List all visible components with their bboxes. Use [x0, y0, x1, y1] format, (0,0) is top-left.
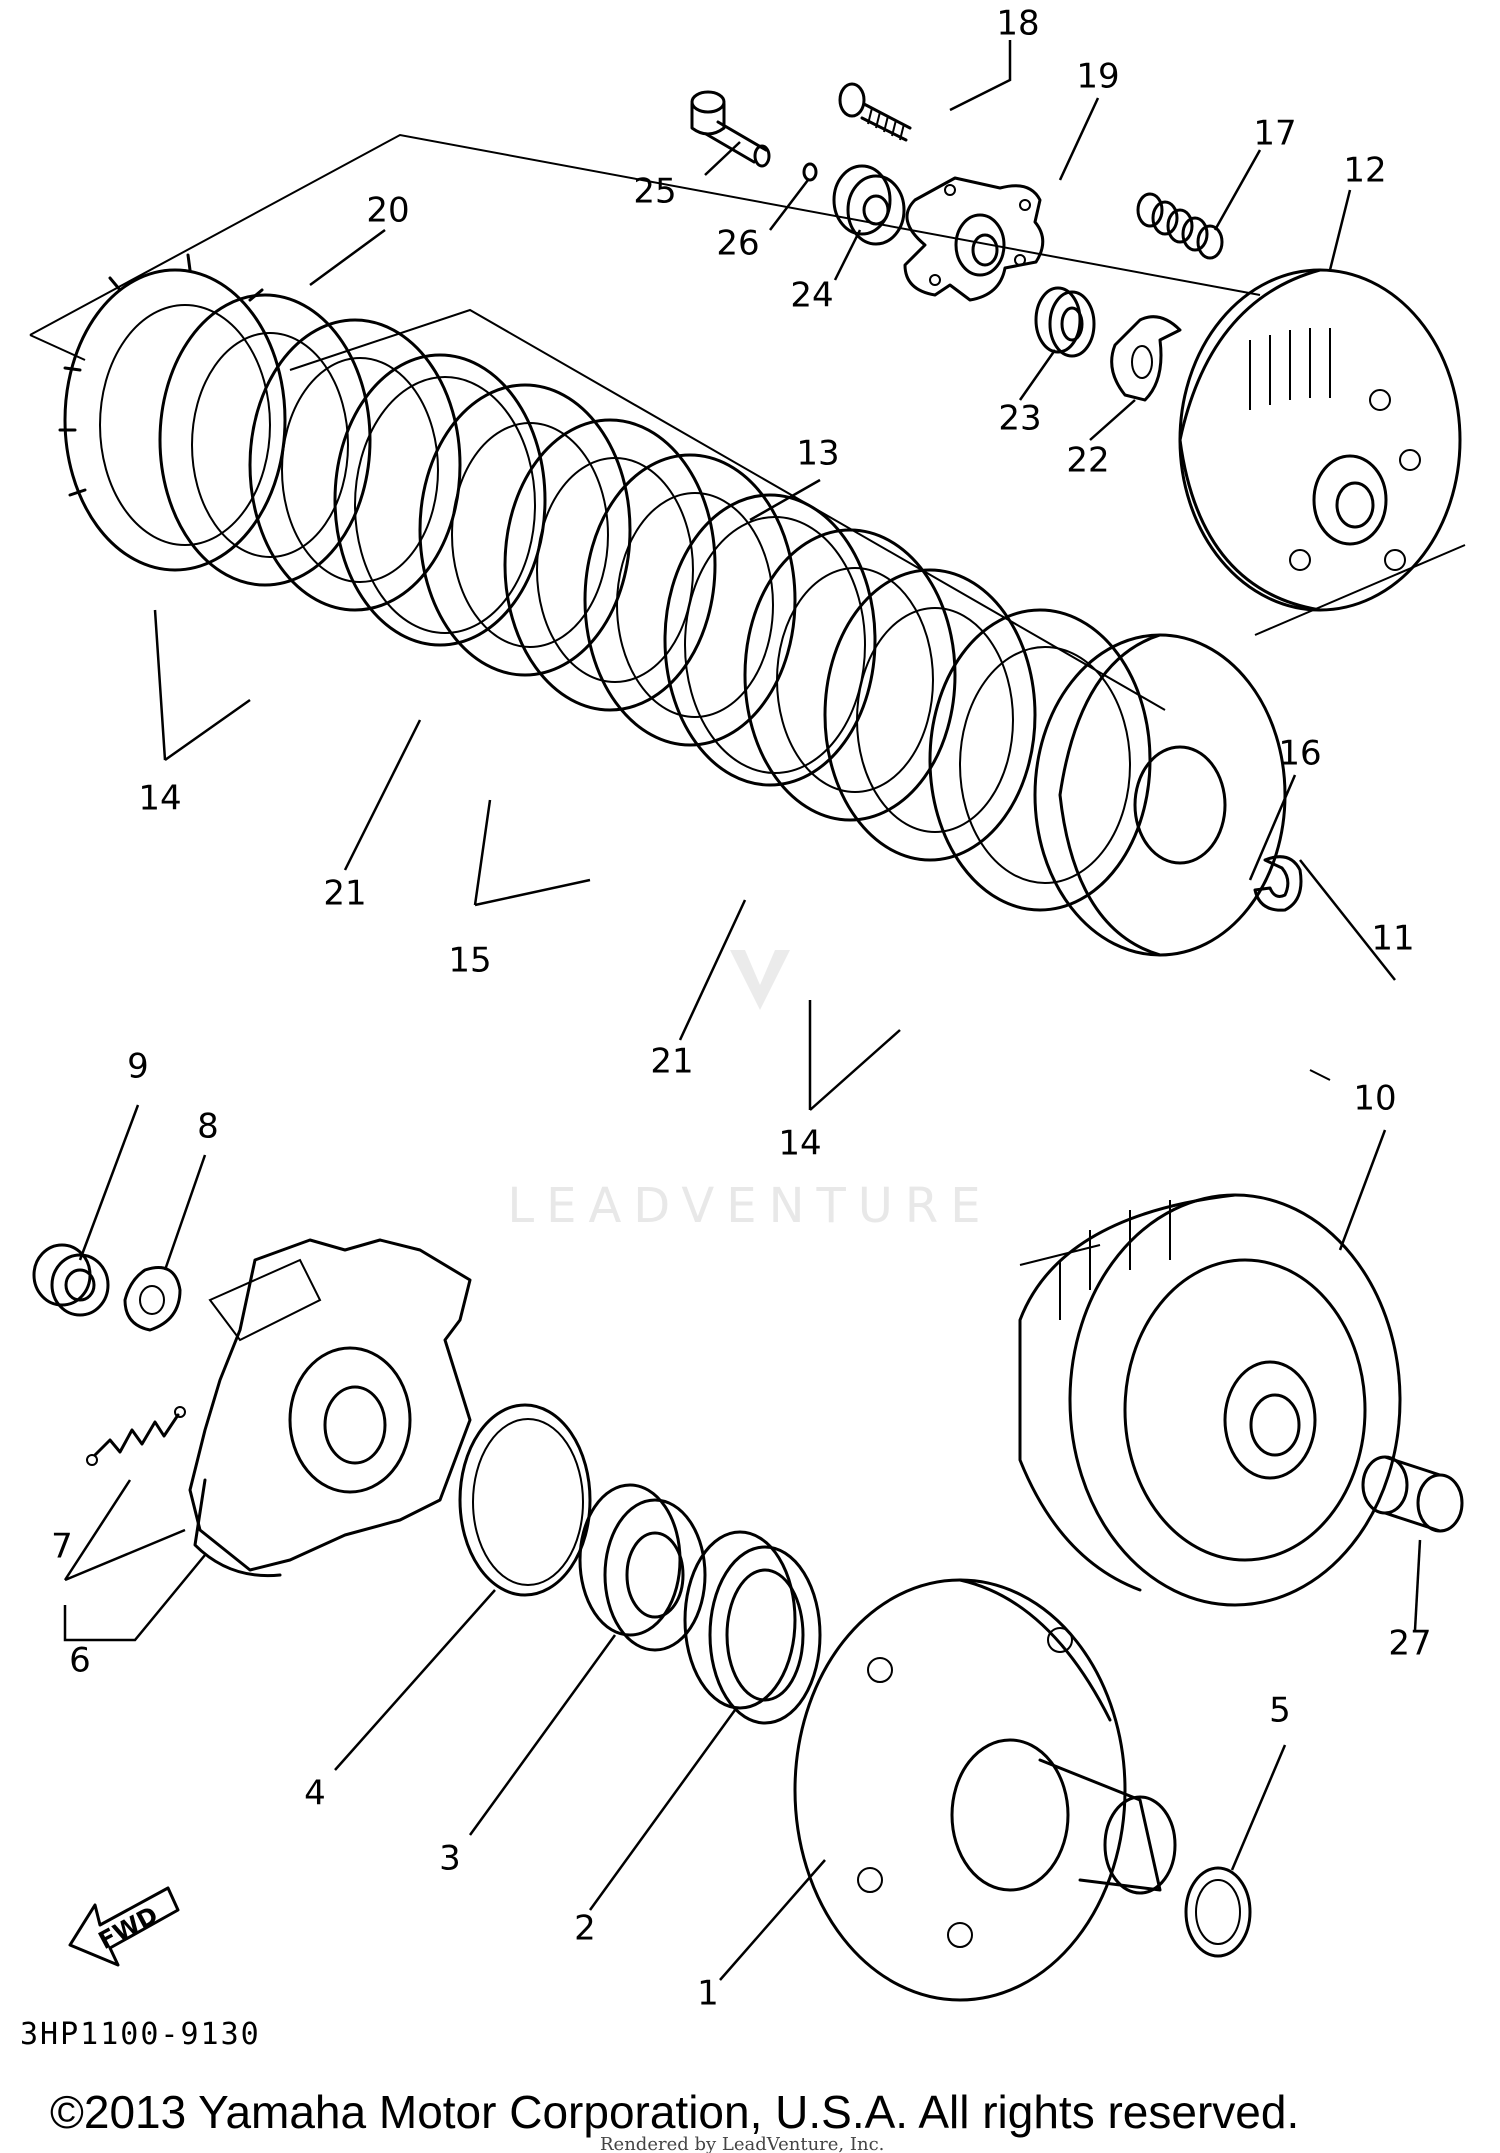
label-part-14-a: 14 [138, 779, 181, 819]
label-part-16: 16 [1278, 734, 1321, 774]
part-19-pressure-plate [903, 176, 1045, 302]
label-part-21-a: 21 [323, 874, 366, 914]
copyright-notice: ©2013 Yamaha Motor Corporation, U.S.A. A… [50, 2086, 1299, 2138]
label-part-25: 25 [633, 172, 676, 212]
label-part-11: 11 [1371, 919, 1414, 959]
label-part-22: 22 [1066, 441, 1109, 481]
label-part-2: 2 [574, 1909, 596, 1949]
part-11-circlip [1253, 855, 1303, 912]
part-2-one-way-clutch [683, 1530, 822, 1725]
label-part-6: 6 [69, 1641, 91, 1681]
label-part-9: 9 [127, 1047, 149, 1087]
part-5-washer [1184, 1866, 1252, 1958]
part-8-lock-washer [123, 1266, 182, 1332]
leader-lines [63, 40, 1422, 1981]
watermark-text: LEADVENTURE [507, 1178, 992, 1234]
part-6-centrifugal-clutch-carrier [188, 1238, 472, 1578]
render-credit: Rendered by LeadVenture, Inc. [600, 2134, 884, 2153]
part-9-oil-seal [32, 1243, 110, 1317]
label-part-23: 23 [998, 399, 1041, 439]
part-26-ball [802, 162, 818, 182]
label-part-19: 19 [1076, 57, 1119, 97]
label-part-8: 8 [197, 1107, 219, 1147]
part-10-primary-driven-gear [1018, 1193, 1402, 1607]
part-16-pressure-disc [1033, 633, 1287, 957]
label-part-1: 1 [697, 1974, 719, 2014]
part-4-shim [458, 1403, 592, 1597]
label-part-17: 17 [1253, 114, 1296, 154]
clutch-plate-stack [158, 293, 1152, 912]
label-part-14-b: 14 [778, 1124, 821, 1164]
leadventure-watermark: LEADVENTURE [507, 950, 992, 1234]
part-3-bearing [578, 1483, 707, 1652]
label-part-15: 15 [448, 941, 491, 981]
label-part-4: 4 [304, 1774, 326, 1814]
part-12-clutch-boss [1178, 268, 1462, 612]
reference-lines [29, 133, 1466, 1266]
part-23-washer [1034, 286, 1096, 358]
part-25-push-rod [690, 90, 771, 168]
part-7-spring [86, 1406, 186, 1466]
fwd-arrow-icon: FWD [68, 1886, 180, 1967]
part-1-clutch-housing [793, 1578, 1177, 2002]
label-part-7: 7 [51, 1527, 73, 1567]
label-part-5: 5 [1269, 1691, 1291, 1731]
part-18-bolt [838, 82, 912, 142]
label-part-24: 24 [790, 276, 833, 316]
part-20-outer-friction-plate [58, 253, 287, 572]
label-part-3: 3 [439, 1839, 461, 1879]
part-labels: 1 2 3 4 5 6 7 8 9 10 11 12 13 14 14 15 1… [51, 4, 1431, 2014]
drawing-code: 3HP1100-9130 [20, 2017, 261, 2052]
part-27-collar [1361, 1455, 1464, 1533]
label-part-13: 13 [796, 434, 839, 474]
label-part-21-b: 21 [650, 1042, 693, 1082]
label-part-10: 10 [1353, 1079, 1396, 1119]
label-part-12: 12 [1343, 151, 1386, 191]
part-24-bearing [832, 164, 906, 246]
label-part-27: 27 [1388, 1624, 1431, 1664]
part-22-lock-washer [1110, 315, 1182, 402]
label-part-20: 20 [366, 191, 409, 231]
label-part-18: 18 [996, 4, 1039, 44]
label-part-26: 26 [716, 224, 759, 264]
part-17-clutch-spring [1136, 192, 1224, 260]
